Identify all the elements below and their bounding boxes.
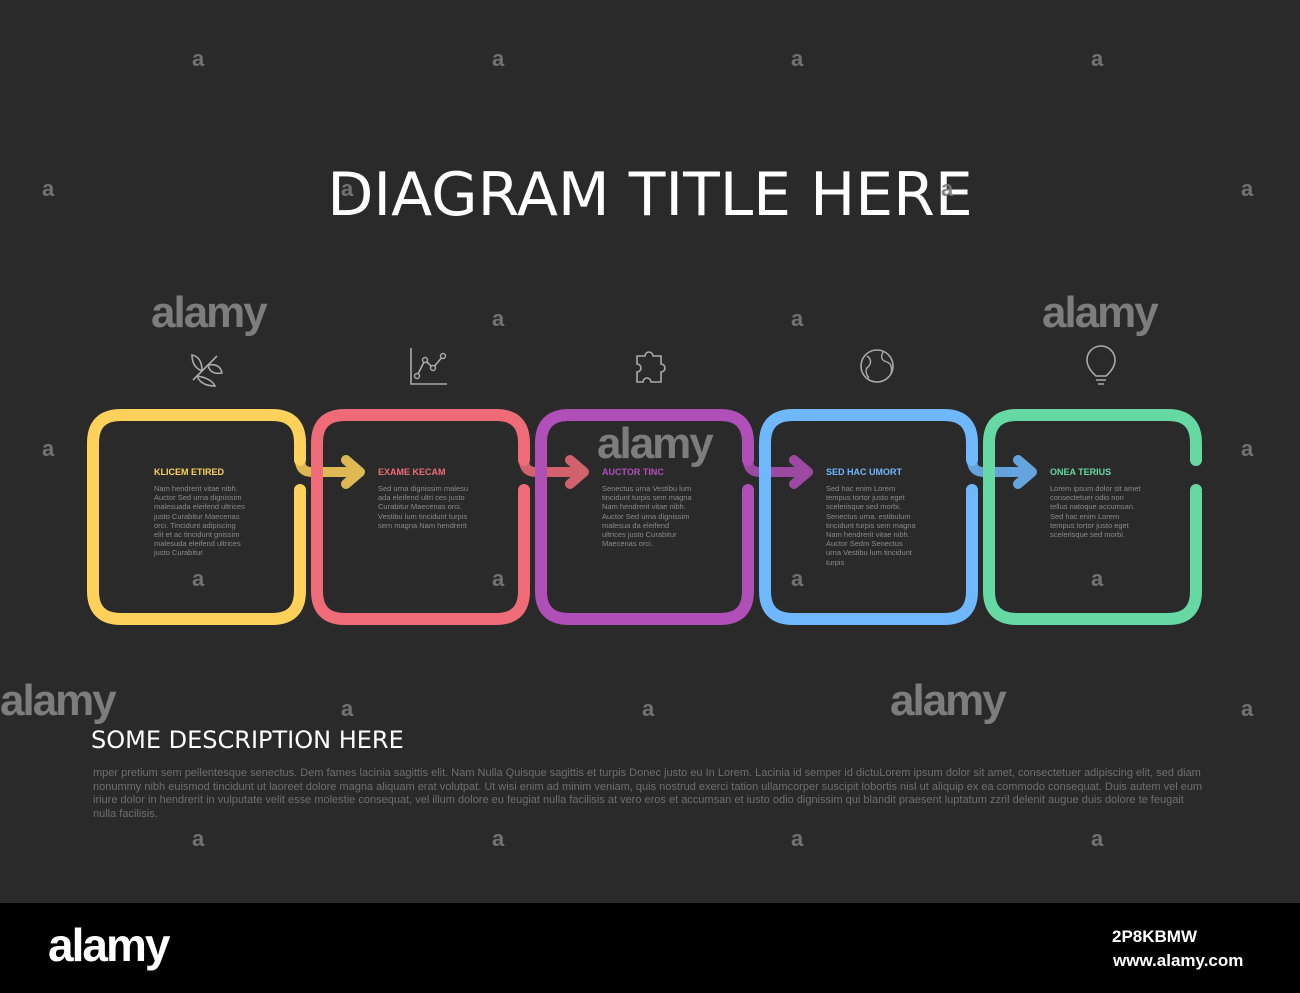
puzzle-icon [636, 351, 666, 383]
watermark-mark: a [192, 826, 205, 851]
watermark-mark: a [341, 176, 354, 201]
watermark-word: alamy [1042, 288, 1159, 337]
watermark-word: alamy [597, 419, 714, 468]
footer-url: www.alamy.com [1113, 951, 1244, 970]
footer-bar [0, 903, 1300, 993]
description-body: mper pretium sem pellentesque senectus. … [93, 767, 1203, 820]
step-label-4: SED HAC UMORT [826, 467, 902, 477]
step-body-5: Lorem ipsum dolor sit amet consectetuer … [1050, 484, 1141, 540]
sprout-icon [191, 354, 223, 387]
watermark-mark: a [192, 46, 205, 71]
step-body-3: Senectus urna Vestibu lum tincidunt turp… [602, 484, 692, 549]
step-box-5 [983, 409, 1202, 625]
footer-logo: alamy [48, 919, 170, 971]
step-body-4: Sed hac enim Lorem tempus tortor justo e… [826, 484, 916, 567]
watermark-mark: a [492, 826, 505, 851]
step-label-1: KLICEM ETIRED [154, 467, 225, 477]
watermark-mark: a [492, 306, 505, 331]
step-label-5: ONEA TERIUS [1050, 467, 1112, 477]
description-title: SOME DESCRIPTION HERE [91, 726, 404, 754]
watermark-mark: a [1241, 436, 1254, 461]
watermark-mark: a [791, 306, 804, 331]
page-title: DIAGRAM TITLE HERE [327, 160, 973, 230]
watermark-mark: a [1091, 826, 1104, 851]
step-outline-3 [535, 409, 754, 625]
step-body-1: Nam hendrerit vitae nibh. Auctor Sed urn… [154, 484, 245, 558]
step-outline-4 [759, 409, 978, 625]
step-body-2: Sed urna dignissim malesu ada eleifend u… [378, 484, 469, 530]
watermark-mark: a [941, 176, 954, 201]
watermark-word: alamy [151, 288, 268, 337]
step-outline-5 [983, 409, 1202, 625]
watermark-word: alamy [890, 676, 1007, 725]
footer-image-id: 2P8KBMW [1112, 927, 1198, 946]
watermark-mark: a [1241, 176, 1254, 201]
line-chart-icon [410, 348, 447, 385]
lightbulb-icon [1086, 345, 1116, 385]
connector-arrow-4 [967, 455, 1037, 489]
globe-icon [860, 349, 894, 383]
watermark-mark: a [341, 696, 354, 721]
watermark-mark: a [492, 46, 505, 71]
connector-arrow-1 [295, 455, 365, 489]
connector-arrow-2 [519, 455, 589, 489]
watermark-mark: a [791, 826, 804, 851]
watermark-mark: a [1091, 46, 1104, 71]
watermark-mark: a [42, 436, 55, 461]
watermark-mark: a [642, 696, 655, 721]
watermark-mark: a [42, 176, 55, 201]
step-outline-2 [311, 409, 530, 625]
watermark-word: alamy [0, 676, 117, 725]
watermark-mark: a [1241, 696, 1254, 721]
watermark-mark: a [1091, 566, 1104, 591]
step-outline-1 [87, 409, 306, 625]
watermark-mark: a [791, 46, 804, 71]
connector-arrow-3 [743, 455, 813, 489]
watermark-mark: a [492, 566, 505, 591]
step-label-3: AUCTOR TINC [602, 467, 664, 477]
watermark-mark: a [791, 566, 804, 591]
step-label-2: EXAME KECAM [378, 467, 446, 477]
watermark-mark: a [192, 566, 205, 591]
